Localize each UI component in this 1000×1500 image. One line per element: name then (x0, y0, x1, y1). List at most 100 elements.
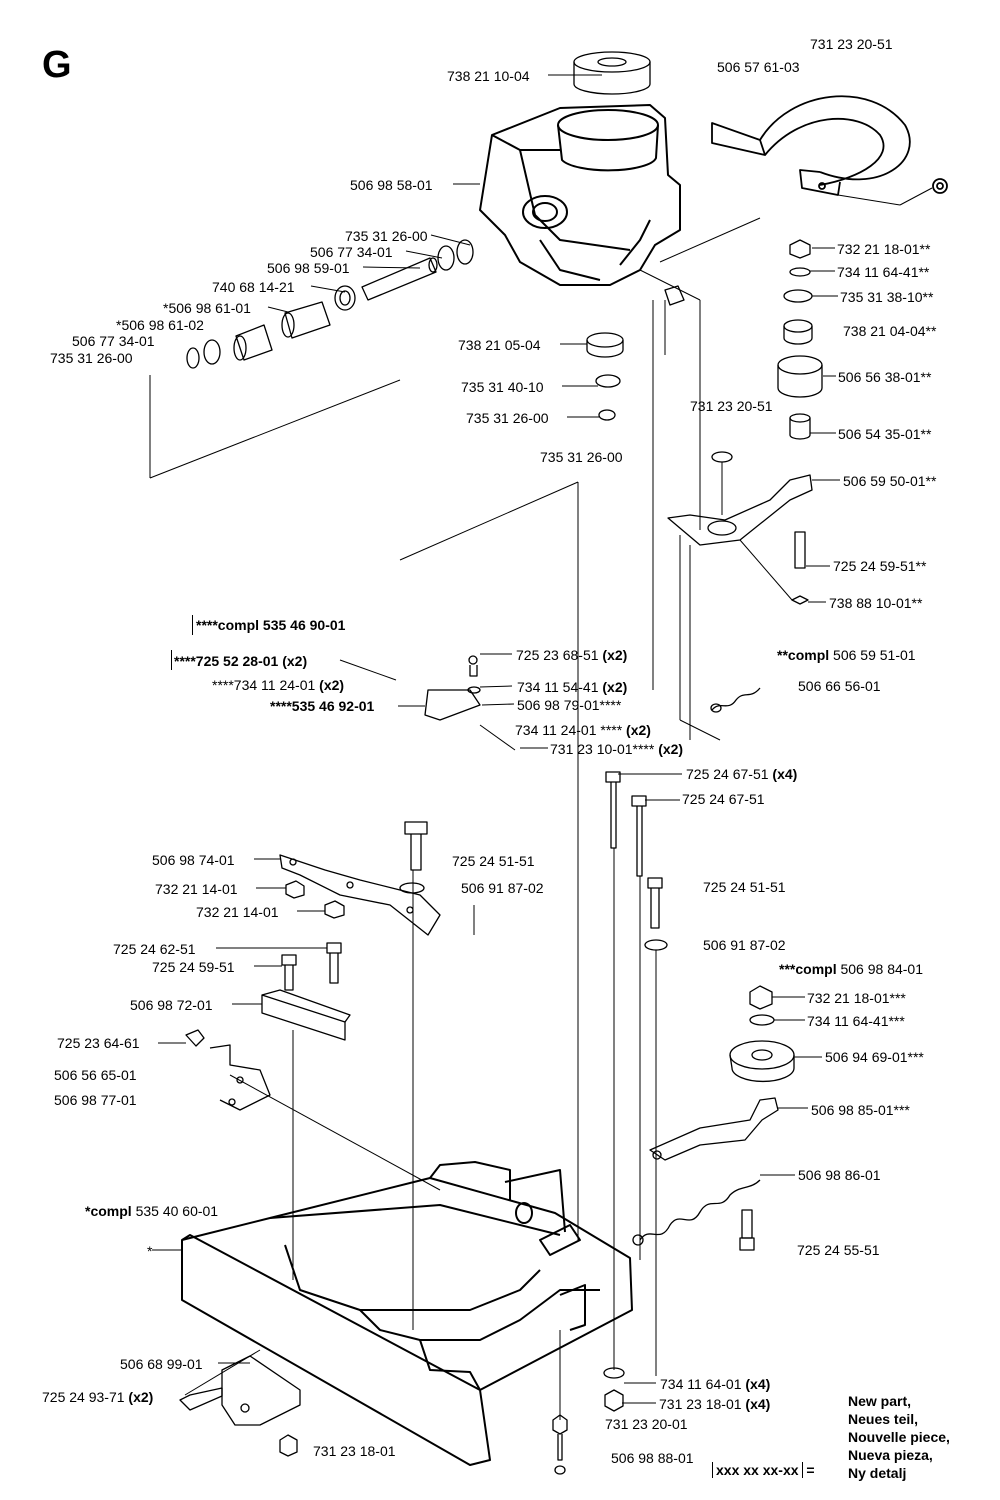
part-label: 732 21 18-01** (837, 241, 930, 257)
part-label: 506 98 86-01 (798, 1167, 881, 1183)
lower-bearing-drawing (586, 285, 685, 421)
part-label: 734 11 64-01 (x4) (660, 1376, 770, 1392)
part-quantity: (x2) (654, 741, 684, 757)
kit-marker: ** (777, 647, 788, 663)
part-label: 735 31 38-10** (840, 289, 933, 305)
part-label: 731 23 20-01 (605, 1416, 688, 1432)
bottom-hardware-drawing (179, 1355, 625, 1475)
part-number: 506 59 50-01** (843, 473, 937, 489)
part-number: 735 31 26-00 (540, 449, 623, 465)
part-number: 725 24 67-51 (682, 791, 765, 807)
right-bolts-drawing (644, 877, 668, 951)
kit-marker: *** (779, 961, 796, 977)
part-label: 735 31 26-00 (540, 449, 623, 465)
part-number: 735 31 40-10 (461, 379, 544, 395)
part-number: 734 11 64-41*** (807, 1013, 905, 1029)
part-label: 725 24 93-71 (x2) (42, 1389, 153, 1405)
part-number: 506 54 35-01** (838, 426, 932, 442)
part-number: 731 23 18-01 (313, 1443, 396, 1459)
part-number: 732 21 14-01 (155, 881, 238, 897)
part-label: 734 11 24-01 **** (x2) (515, 722, 651, 738)
kit-bold-text: compl 535 46 90-01 (217, 617, 346, 633)
kit-bold-text: compl (795, 961, 837, 977)
part-label: 506 98 58-01 (350, 177, 433, 193)
part-number: 506 94 69-01*** (825, 1049, 924, 1065)
part-number: 725 24 93-71 (42, 1389, 125, 1405)
kit-label: *compl 535 40 60-01 (85, 1203, 218, 1219)
compl-bracket-2 (171, 650, 172, 670)
part-number: 506 98 86-01 (798, 1167, 881, 1183)
kit-label: ****725 52 28-01 (x2) (174, 653, 307, 669)
kit-label: ****535 46 92-01 (270, 698, 374, 714)
kit-number: 506 98 84-01 (836, 961, 923, 977)
upper-spring-drawing (710, 687, 761, 713)
gear-housing-drawing (479, 104, 681, 286)
part-label: 506 91 87-02 (461, 880, 544, 896)
part-number: 738 88 10-01** (829, 595, 923, 611)
part-number: * (147, 1243, 153, 1259)
part-quantity: (x4) (741, 1396, 771, 1412)
legend-line-1: New part, (848, 1393, 912, 1409)
part-label: 725 24 55-51 (797, 1242, 880, 1258)
part-label: 506 56 65-01 (54, 1067, 137, 1083)
part-number: 731 23 20-51 (690, 398, 773, 414)
part-label: 506 98 77-01 (54, 1092, 137, 1108)
part-label: 506 98 59-01 (267, 260, 350, 276)
idler-stack-drawing (667, 239, 823, 605)
kit-marker: **** (196, 617, 218, 633)
part-number: 731 23 20-51 (810, 36, 893, 52)
part-number: 738 21 05-04 (458, 337, 541, 353)
legend-equals: = (806, 1462, 815, 1478)
part-label: 506 66 56-01 (798, 678, 881, 694)
legend-code: xxx xx xx-xx (712, 1462, 803, 1478)
part-label: 506 68 99-01 (120, 1356, 203, 1372)
part-number: 725 24 51-51 (703, 879, 786, 895)
part-label: 738 21 04-04** (843, 323, 936, 339)
part-number: 506 77 34-01 (310, 244, 393, 260)
part-number: 734 11 64-01 (660, 1376, 742, 1392)
part-number: 725 24 62-51 (113, 941, 196, 957)
part-quantity: (x2) (124, 1389, 154, 1405)
part-label: 506 56 38-01** (838, 369, 931, 385)
part-label: 725 24 59-51** (833, 558, 926, 574)
part-number: 506 66 56-01 (798, 678, 881, 694)
part-number: 725 24 51-51 (452, 853, 535, 869)
part-number: 506 91 87-02 (461, 880, 544, 896)
part-label: 506 94 69-01*** (825, 1049, 924, 1065)
part-number: 506 68 99-01 (120, 1356, 203, 1372)
part-number: 735 31 26-00 (345, 228, 428, 244)
part-number: 725 24 67-51 (686, 766, 769, 782)
part-number: 734 11 24-01 **** (515, 722, 623, 738)
legend-line-2: Neues teil, (848, 1411, 919, 1427)
part-label: 735 31 26-00 (50, 350, 133, 366)
part-number: 506 77 34-01 (72, 333, 155, 349)
part-label: * (147, 1243, 152, 1259)
part-label: 731 23 18-01 (x4) (659, 1396, 770, 1412)
part-quantity: (x2) (315, 677, 345, 693)
part-label: 506 98 74-01 (152, 852, 235, 868)
part-number: 732 21 18-01*** (807, 990, 906, 1006)
part-label: 735 31 40-10 (461, 379, 544, 395)
part-label: 506 77 34-01 (72, 333, 155, 349)
part-label: 506 98 79-01**** (517, 697, 621, 713)
part-label: 731 23 18-01 (313, 1443, 396, 1459)
leader-lines (149, 74, 933, 1420)
part-number: 506 98 88-01 (611, 1450, 694, 1466)
part-quantity: (x2) (598, 647, 628, 663)
part-quantity: (x2) (598, 679, 628, 695)
part-number: 738 21 04-04** (843, 323, 937, 339)
part-label: 738 88 10-01** (829, 595, 922, 611)
bracket-plate-drawing (424, 655, 481, 721)
part-number: 735 31 26-00 (50, 350, 133, 366)
part-label: 732 21 18-01*** (807, 990, 906, 1006)
part-label: 734 11 64-41** (837, 264, 929, 280)
part-number: 506 91 87-02 (703, 937, 786, 953)
part-label: ****734 11 24-01 (x2) (212, 677, 344, 693)
kit-label: **compl 506 59 51-01 (777, 647, 916, 663)
part-number: 506 57 61-03 (717, 59, 800, 75)
part-number: 738 21 10-04 (447, 68, 530, 84)
part-number: 725 24 55-51 (797, 1242, 880, 1258)
kit-label: ****compl 535 46 90-01 (196, 617, 345, 633)
part-label: 725 24 59-51 (152, 959, 235, 975)
